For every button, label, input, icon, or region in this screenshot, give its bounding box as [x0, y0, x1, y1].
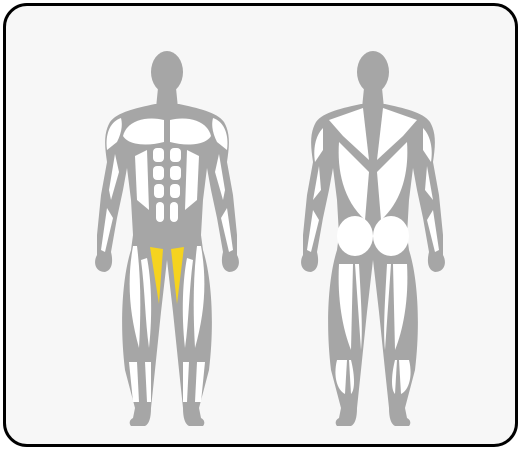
back-body-figure — [301, 51, 445, 426]
front-body-silhouette — [95, 51, 239, 426]
front-body-figure — [95, 51, 239, 426]
back-body-silhouette — [301, 51, 445, 426]
